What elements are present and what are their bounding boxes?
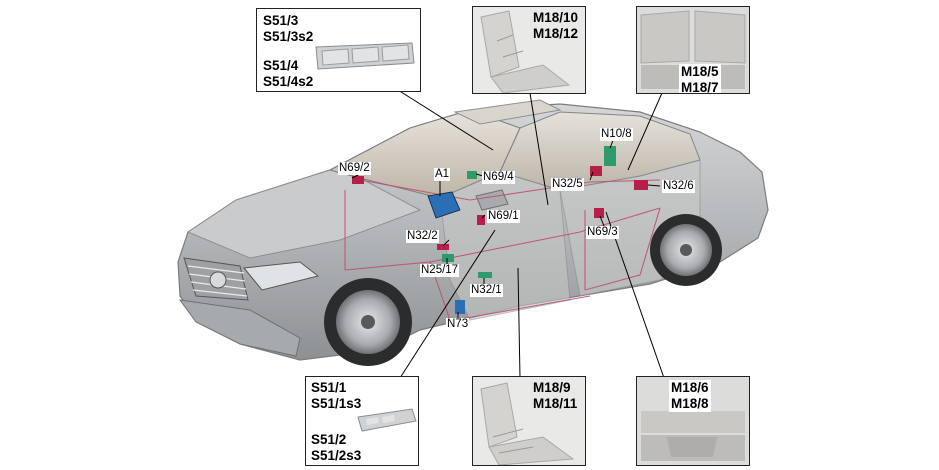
label-a1: A1 [434,168,451,181]
label-n73: N73 [446,318,470,331]
part-label: M18/7 [681,80,719,94]
part-label: S51/2 [311,432,347,447]
label-n32-6: N32/6 [662,180,695,193]
label-n32-5: N32/5 [551,178,584,191]
module-a1 [427,191,461,219]
label-n69-1: N69/1 [487,210,520,223]
seat-lower-image [473,377,585,465]
car-hood [186,169,422,259]
module-n69-2 [352,176,364,184]
leader-lines [351,89,665,379]
seat-image [473,7,585,93]
part-label: M18/9 [533,380,571,395]
label-n25-17: N25/17 [420,264,460,277]
label-n32-2: N32/2 [406,230,439,243]
label-n32-1: N32/1 [470,284,503,297]
part-label: S51/4s2 [263,74,314,89]
front-bumper [178,299,301,357]
callout-box-seat-front-lower: M18/9 M18/11 [472,376,586,466]
label-n10-8: N10/8 [600,128,633,141]
car-sunroof [453,99,562,125]
headlight [243,261,320,291]
module-n32-6 [634,180,648,190]
part-label: S51/2s3 [311,448,362,463]
module-n32-2 [437,244,449,250]
part-label: M18/10 [533,10,579,25]
module-n32-5 [590,166,602,176]
part-label: M18/8 [671,396,709,411]
part-label: M18/6 [671,380,709,395]
label-n69-2: N69/2 [338,162,371,175]
module-n73 [455,300,465,314]
module-n69-1 [477,215,485,225]
label-n69-3: N69/3 [586,226,619,239]
switch-panel-image [315,42,415,70]
part-label: S51/1s3 [311,396,362,411]
callout-box-seat-rear-lower: M18/6 M18/8 [636,376,750,466]
callout-box-seat-front-upper: M18/10 M18/12 [472,6,586,94]
label-n69-4: N69/4 [482,171,515,184]
module-n32-1 [478,272,492,278]
part-label: S51/3s2 [263,29,314,44]
part-label: S51/3 [263,13,299,28]
module-n69-4 [467,171,477,179]
callout-box-switch-rear: S51/3 S51/3s2 S51/4 S51/4s2 [256,8,421,92]
module-n69-3 [594,208,604,218]
part-label: M18/11 [533,396,578,411]
callout-box-seat-rear-upper: M18/5 M18/7 [636,6,750,94]
door-switch-image [357,408,417,432]
part-label: M18/5 [681,64,719,79]
callout-box-switch-front: S51/1 S51/1s3 S51/2 S51/2s3 [305,376,419,466]
module-n25-17 [442,254,454,262]
part-label: S51/4 [263,58,299,73]
module-n10-8 [604,146,616,166]
part-label: S51/1 [311,380,347,395]
part-label: M18/12 [533,26,579,41]
